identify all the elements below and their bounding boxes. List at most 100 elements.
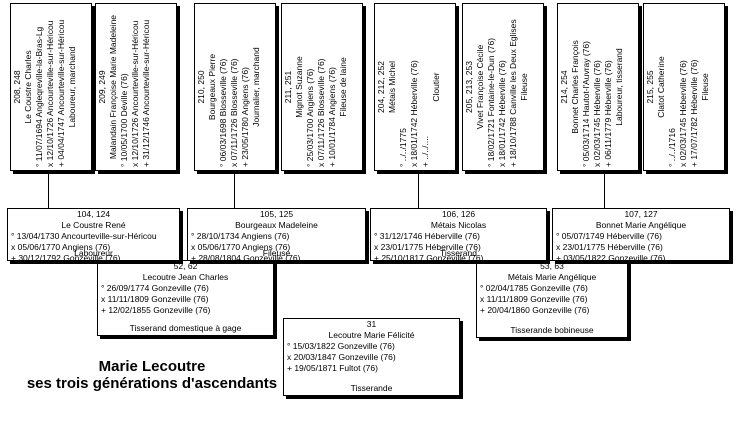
death-line: + 18/10/1788 Canville les Deux Eglises xyxy=(508,19,518,167)
occupation: Fileuse xyxy=(519,73,529,101)
birth-line: ° 18/02/1721 Fontaine-le-Dun (76) xyxy=(486,37,496,167)
birth-line: ° 15/03/1822 Gonzeville (76) xyxy=(287,341,395,351)
person-name: Lecoutre Marie Félicité xyxy=(328,330,415,340)
person-box-104-124: 104, 124 Le Coustre René ° 13/04/1730 An… xyxy=(7,208,180,263)
sosa-number: 104, 124 xyxy=(76,209,111,219)
sosa-number: 53, 63 xyxy=(540,261,564,271)
connector-line xyxy=(48,171,49,208)
death-line: + 10/01/1784 Angiens (76) xyxy=(327,67,337,167)
sosa-number: 210, 250 xyxy=(196,70,206,104)
marriage-line: x 12/10/1726 Ancourteville-sur-Héricou xyxy=(45,20,55,167)
marriage-line: x 20/03/1847 Gonzeville (76) xyxy=(287,352,396,362)
birth-line: ° ../../1775 xyxy=(398,128,408,167)
person-box-53-63: 53, 63 Métais Marie Angélique ° 02/04/17… xyxy=(476,260,628,338)
title-line-1: Marie Lecoutre xyxy=(98,358,206,375)
marriage-line: x 11/11/1809 Gonzeville (76) xyxy=(480,294,588,304)
death-line: + 30/12/1792 Gonzeville (76) xyxy=(11,253,121,263)
birth-line: ° 13/04/1730 Ancourteville-sur-Héricou xyxy=(11,231,157,241)
occupation: Laboureur xyxy=(74,248,113,258)
person-name: Clatot Catherine xyxy=(656,56,666,118)
person-name: Métais Nicolas xyxy=(430,220,487,230)
person-name: Le Coustre René xyxy=(61,220,126,230)
marriage-line: x 11/11/1809 Gonzeville (76) xyxy=(101,294,209,304)
person-name: Le Coustre Charles xyxy=(23,50,33,124)
occupation: Tisserand domestique à gage xyxy=(129,323,242,333)
sosa-number: 205, 213, 253 xyxy=(464,61,474,113)
birth-line: ° 25/03/1700 Angiens (76) xyxy=(305,68,315,167)
person-name: Vivet Françoise Cécile xyxy=(475,44,485,130)
sosa-number: 105, 125 xyxy=(259,209,294,219)
person-name: Métais Marie Angélique xyxy=(507,272,597,282)
person-box-52-62: 52, 62 Lecoutre Jean Charles ° 26/09/177… xyxy=(97,260,274,336)
occupation: Journalier, marchand xyxy=(251,47,261,127)
person-name: Lecoutre Jean Charles xyxy=(142,272,229,282)
marriage-line: x 07/11/1726 Blosseville (76) xyxy=(229,58,239,167)
birth-line: ° 02/04/1785 Gonzeville (76) xyxy=(480,283,588,293)
occupation: Tisserande xyxy=(350,383,393,393)
person-box-106-126: 106, 126 Métais Nicolas ° 31/12/1746 Héb… xyxy=(370,208,547,263)
marriage-line: x 18/01/1742 Héberville (76) xyxy=(409,60,419,167)
death-line: + 17/07/1782 Héberville (76) xyxy=(689,59,699,168)
occupation: Fileuse de laine xyxy=(338,57,348,117)
marriage-line: x 12/10/1726 Ancourteville-sur-Héricou xyxy=(130,20,140,167)
person-box-208-248: 208, 248 Le Coustre Charles ° 11/07/1694… xyxy=(10,3,92,171)
occupation: Tisserand xyxy=(439,248,477,258)
occupation: Laboureur, marchand xyxy=(67,46,77,128)
birth-line: ° ../../1716 xyxy=(667,128,677,167)
sosa-number: 208, 248 xyxy=(12,70,22,104)
person-box-107-127: 107, 127 Bonnet Marie Angélique ° 05/07/… xyxy=(552,208,730,263)
occupation: Tisserande bobineuse xyxy=(510,325,594,335)
person-box-211-251: 211, 251 Mignot Suzanne ° 25/03/1700 Ang… xyxy=(281,3,363,171)
person-name: Bourgeaux Pierre xyxy=(207,53,217,121)
person-name: Bonnet Charles François xyxy=(570,40,580,134)
marriage-line: x 07/11/1726 Blosseville (76) xyxy=(316,58,326,167)
sosa-number: 214, 254 xyxy=(559,70,569,104)
person-name: Bonnet Marie Angélique xyxy=(595,220,687,230)
death-line: + 23/05/1780 Angiens (76) xyxy=(240,67,250,167)
person-name: Métais Michel xyxy=(387,61,397,113)
occupation: Laboureur, tisserand xyxy=(614,48,624,126)
person-box-31: 31 Lecoutre Marie Félicité ° 15/03/1822 … xyxy=(283,318,460,396)
sosa-number: 204, 212, 252 xyxy=(376,61,386,113)
death-line: + 25/10/1817 Gonzeville (76) xyxy=(374,253,484,263)
death-line: + 06/11/1779 Héberville (76) xyxy=(603,60,613,167)
death-line: + 04/04/1747 Ancourteville-sur-Héricou xyxy=(56,19,66,167)
sosa-number: 211, 251 xyxy=(283,70,293,104)
occupation: Fileuse xyxy=(700,73,710,101)
sosa-number: 215, 255 xyxy=(645,70,655,104)
connector-line xyxy=(604,171,605,208)
sosa-number: 106, 126 xyxy=(441,209,476,219)
birth-line: ° 10/05/1700 Déville (76) xyxy=(119,73,129,167)
death-line: + 20/04/1860 Gonzeville (76) xyxy=(480,305,590,315)
death-line: + 12/02/1855 Gonzeville (76) xyxy=(101,305,211,315)
death-line: + 28/08/1804 Gonzeville (76) xyxy=(191,253,301,263)
person-box-204-212-252: 204, 212, 252 Métais Michel ° ../../1775… xyxy=(374,3,456,171)
birth-line: ° 31/12/1746 Héberville (76) xyxy=(374,231,480,241)
sosa-number: 107, 127 xyxy=(624,209,658,219)
marriage-line: x 02/03/1745 Héberville (76) xyxy=(678,60,688,167)
birth-line: ° 28/10/1734 Angiens (76) xyxy=(191,231,290,241)
sosa-number: 52, 62 xyxy=(173,261,198,271)
person-box-215-255: 215, 255 Clatot Catherine ° ../../1716 x… xyxy=(643,3,725,171)
connector-line xyxy=(234,171,235,208)
birth-line: ° 05/07/1749 Héberville (76) xyxy=(556,231,662,241)
title-line-2: ses trois générations d'ascendants xyxy=(26,375,278,392)
birth-line: ° 26/09/1774 Gonzeville (76) xyxy=(101,283,209,293)
connector-line xyxy=(418,171,419,208)
sosa-number: 209, 249 xyxy=(97,70,107,104)
death-line: + 31/12/1746 Ancourteville-sur-Héricou xyxy=(141,19,151,167)
person-box-205-213-253: 205, 213, 253 Vivet Françoise Cécile ° 1… xyxy=(462,3,544,171)
death-line: + 19/05/1871 Fultot (76) xyxy=(287,363,378,373)
page-title: Marie Lecoutre ses trois générations d'a… xyxy=(22,358,282,392)
marriage-line: x 05/06/1770 Angiens (76) xyxy=(191,242,291,252)
birth-line: ° 05/03/1714 Hautot-l'Auvray (76) xyxy=(581,41,591,167)
person-name: Bourgeaux Madeleine xyxy=(235,220,318,230)
person-name: Mignot Suzanne xyxy=(294,56,304,118)
birth-line: ° 11/07/1694 Angleqreville-la-Bras-Lg xyxy=(34,26,44,167)
person-box-209-249: 209, 249 Malandain Françoise Marie Madel… xyxy=(95,3,177,171)
person-name: Malandain Françoise Marie Madeleine xyxy=(108,14,118,160)
birth-line: ° 06/03/1698 Blosseville (76) xyxy=(218,58,228,167)
person-box-210-250: 210, 250 Bourgeaux Pierre ° 06/03/1698 B… xyxy=(194,3,276,171)
marriage-line: x 05/06/1770 Angiens (76) xyxy=(11,242,111,252)
person-box-105-125: 105, 125 Bourgeaux Madeleine ° 28/10/173… xyxy=(187,208,366,263)
